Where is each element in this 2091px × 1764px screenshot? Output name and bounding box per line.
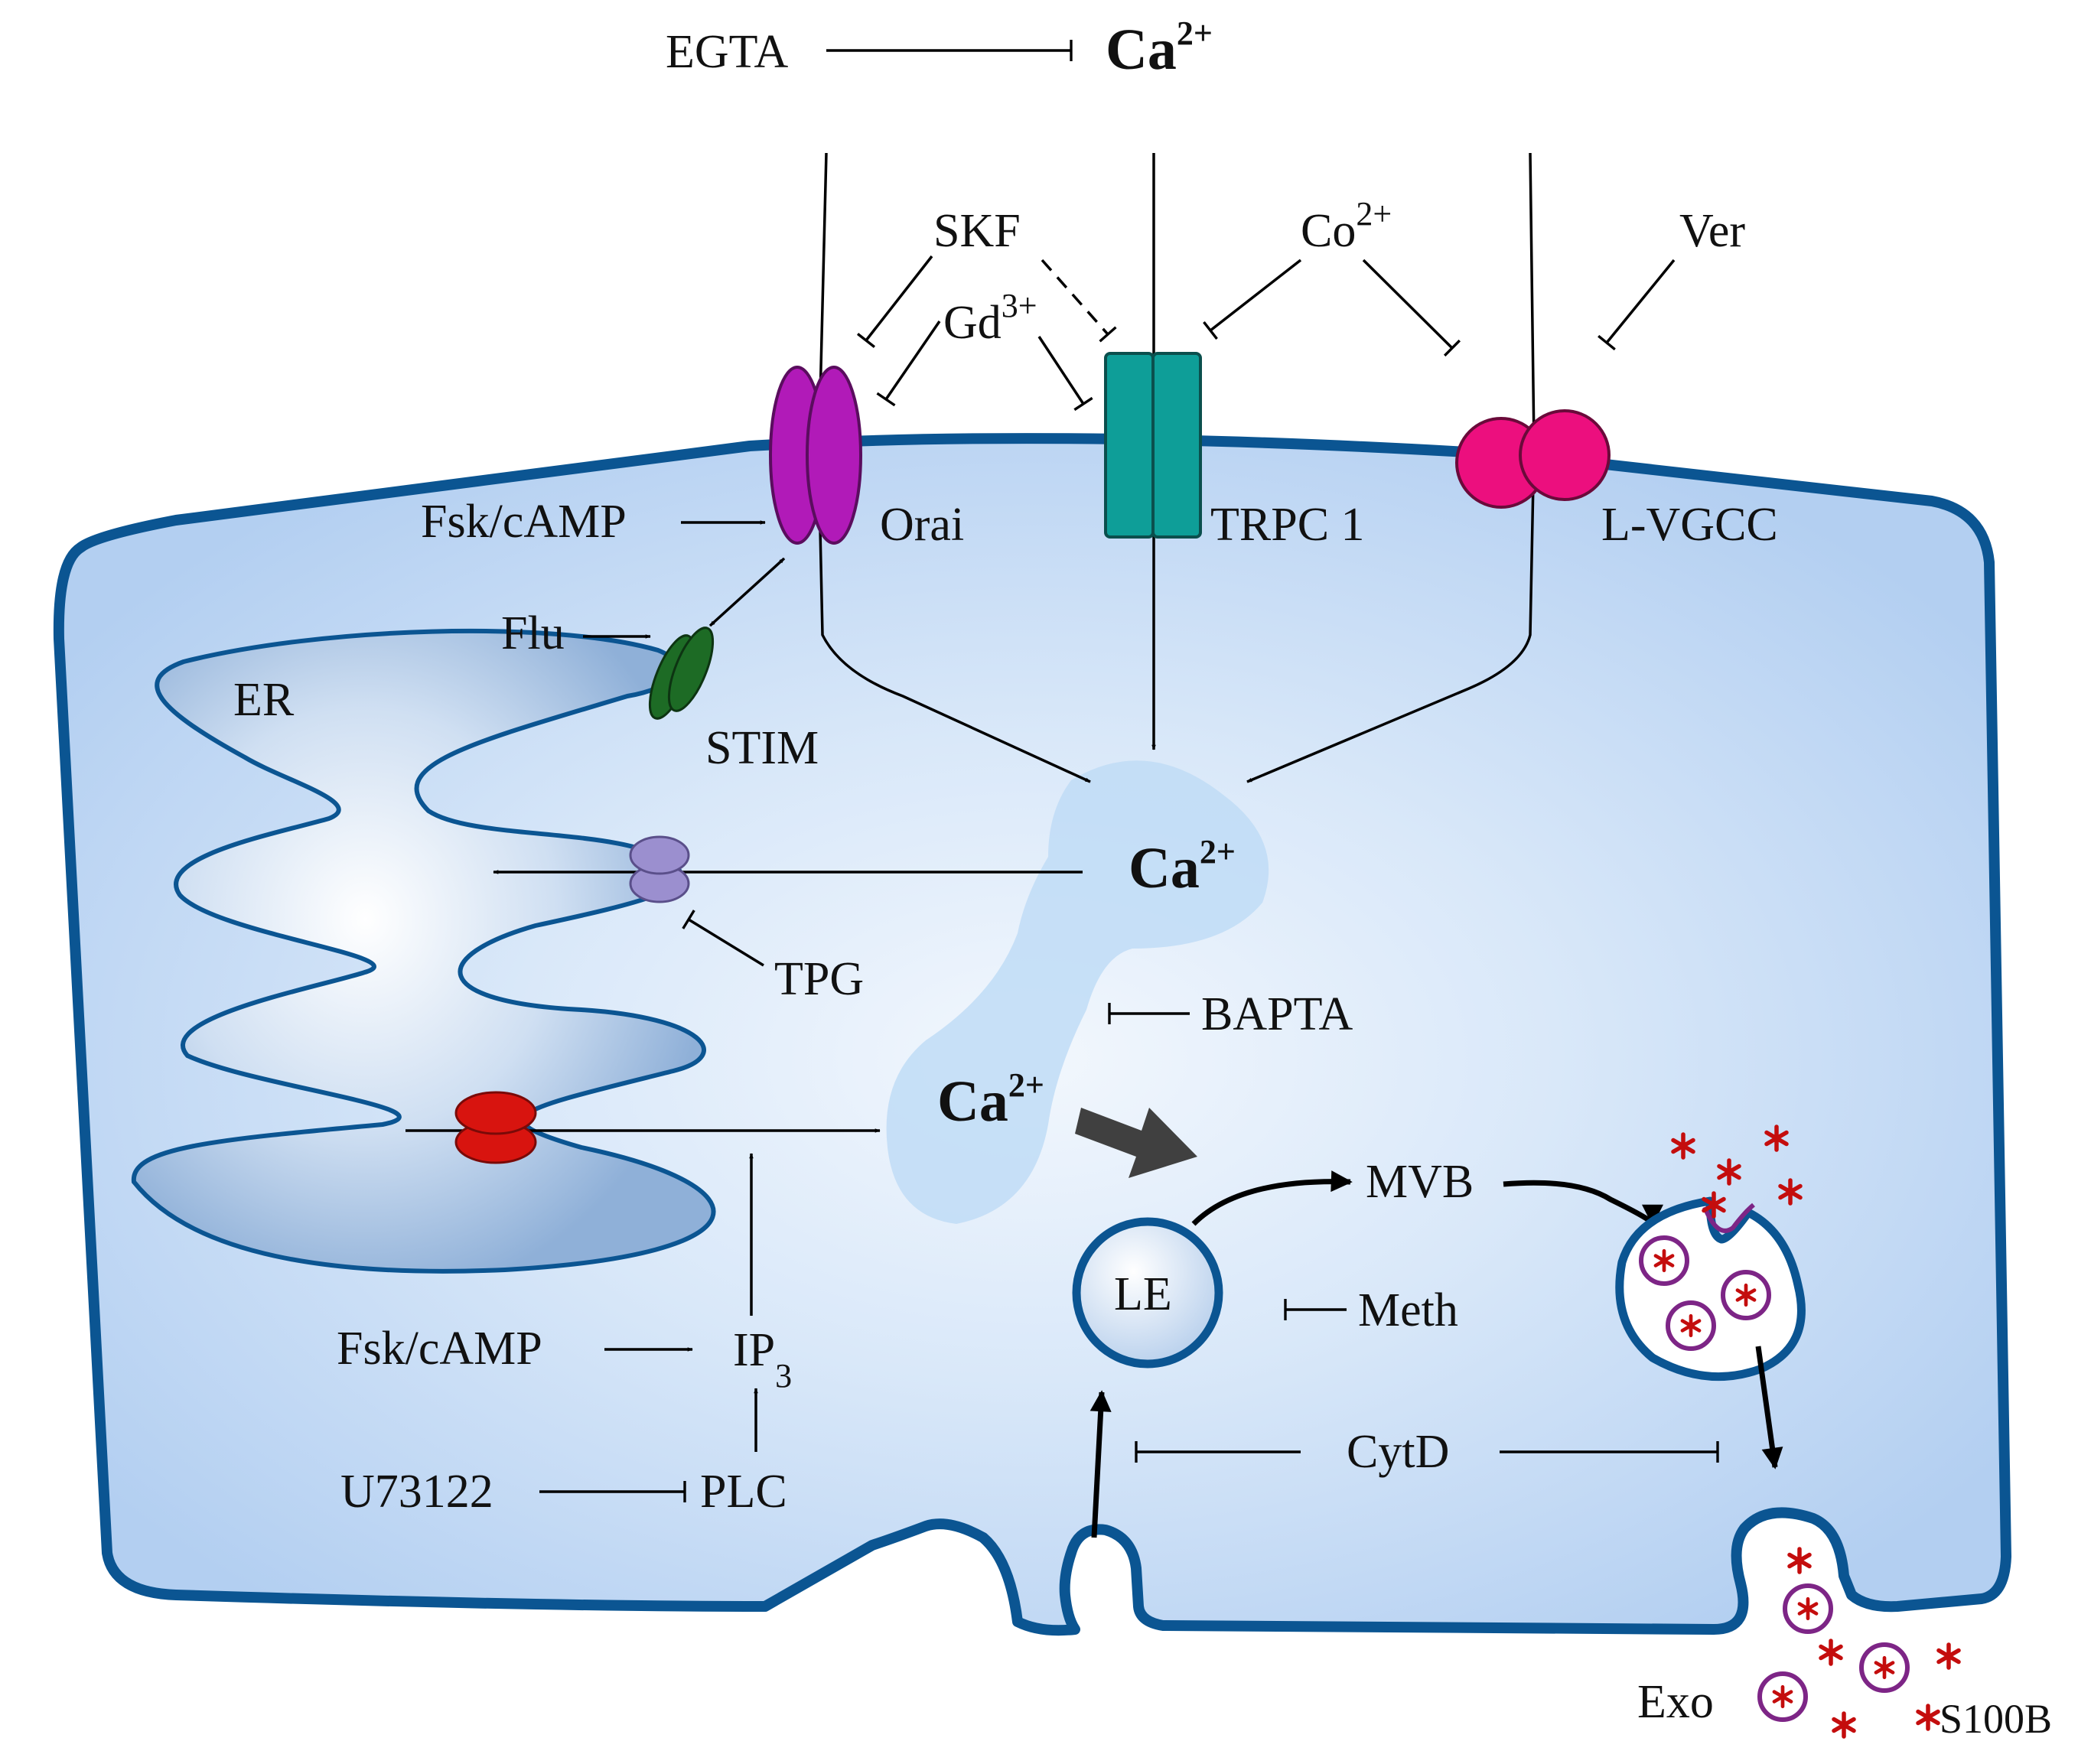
orai-calcium-flux	[817, 152, 1091, 783]
ip3-label: IP3	[733, 1324, 792, 1395]
cobalt-label: Co2+	[1301, 195, 1392, 257]
meth-label: Meth	[1358, 1284, 1458, 1336]
stim-protein	[648, 627, 715, 720]
bapta-label: BAPTA	[1201, 988, 1353, 1040]
stim-orai-coupling-arrow	[708, 557, 786, 627]
skf-trpc1-inhibition	[1041, 259, 1117, 343]
fsk-camp-top-label: Fsk/cAMP	[421, 496, 627, 548]
mvb-label: MVB	[1366, 1156, 1474, 1208]
endoplasmic-reticulum	[131, 628, 716, 1274]
fsk-camp-bottom-label: Fsk/cAMP	[337, 1323, 542, 1375]
co-trpc1-inhibition	[1203, 259, 1302, 340]
trpc1-channel	[1104, 352, 1202, 539]
ip3-receptor	[454, 1091, 537, 1164]
lvgcc-channel	[1455, 409, 1611, 509]
plc-label: PLC	[700, 1466, 787, 1518]
exo-label: Exo	[1637, 1676, 1714, 1728]
stim-label: STIM	[705, 722, 819, 774]
egta-label: EGTA	[666, 26, 789, 78]
trpc1-label: TRPC 1	[1210, 499, 1365, 551]
verapamil-label: Ver	[1679, 205, 1745, 257]
u73122-label: U73122	[340, 1466, 493, 1518]
calcium-to-trafficking-arrow	[1075, 1108, 1197, 1178]
gd-label: Gd3+	[943, 287, 1037, 349]
cytd-label: CytD	[1347, 1426, 1449, 1478]
co-lvgcc-inhibition	[1362, 259, 1461, 357]
mvb-exocytosis-arrow	[1755, 1346, 1783, 1469]
cytosolic-calcium-cloud	[886, 760, 1269, 1224]
gd-orai-inhibition	[876, 321, 941, 407]
mvb-to-fusion-arrow	[1503, 1180, 1663, 1226]
orai-channel	[769, 366, 862, 545]
skf-orai-inhibition	[856, 255, 933, 348]
serca-pump	[629, 835, 690, 903]
late-endosome	[1072, 1217, 1223, 1369]
ver-lvgcc-inhibition	[1598, 259, 1676, 351]
lvgcc-label: L-VGCC	[1601, 499, 1778, 551]
cytosolic-calcium-lower: Ca2+	[937, 1066, 1044, 1134]
orai-label: Orai	[880, 499, 964, 551]
s100b-label: S100B	[1940, 1696, 2052, 1742]
er-label: ER	[233, 674, 295, 726]
cytosolic-calcium-upper: Ca2+	[1129, 833, 1236, 900]
gd-trpc1-inhibition	[1037, 336, 1093, 412]
lvgcc-calcium-flux	[1246, 152, 1536, 783]
extracellular-calcium-label: Ca2+	[1106, 15, 1213, 82]
le-label: LE	[1114, 1268, 1172, 1320]
multivesicular-body	[1615, 1196, 1806, 1382]
le-to-mvb-arrow	[1191, 1170, 1353, 1226]
tpg-label: TPG	[774, 953, 864, 1005]
tpg-serca-inhibition	[682, 910, 764, 967]
flu-label: Flu	[501, 607, 565, 659]
skf-label: SKF	[933, 205, 1021, 257]
membrane-to-le-arrow	[1089, 1390, 1112, 1538]
